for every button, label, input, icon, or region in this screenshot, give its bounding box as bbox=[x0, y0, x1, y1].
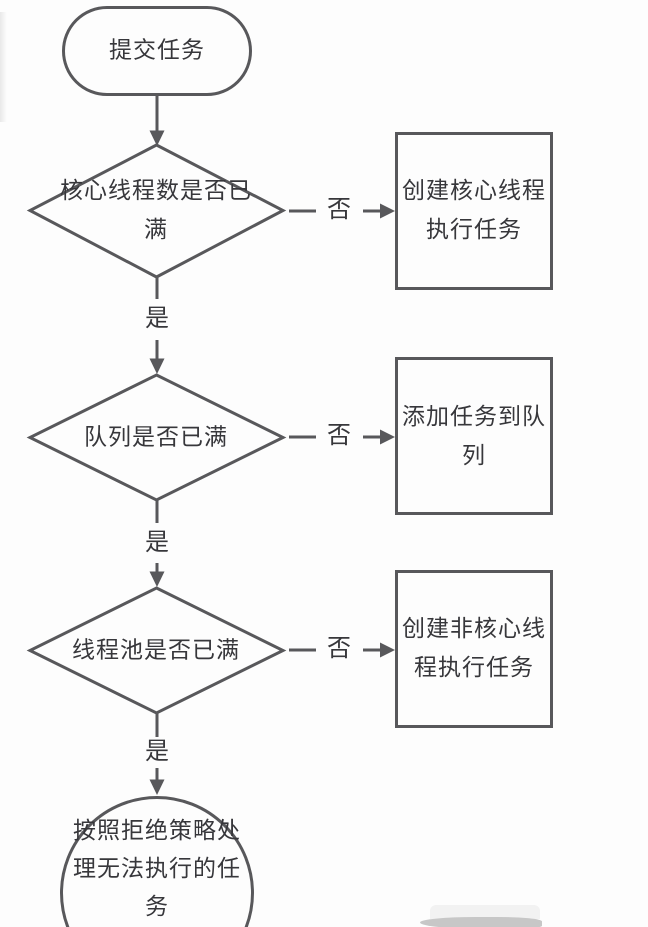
edge-label-no-1: 否 bbox=[327, 196, 351, 223]
watermark-smudge-light bbox=[430, 905, 540, 919]
action3-shape bbox=[395, 570, 553, 728]
end-node-label: 按照拒绝策略处理无法执行的任务 bbox=[73, 817, 241, 919]
action2-shape bbox=[395, 357, 553, 515]
edge-label-yes-2: 是 bbox=[145, 529, 169, 556]
arrowhead-down-icon bbox=[149, 130, 165, 146]
action1-shape bbox=[395, 132, 553, 290]
watermark-smudge bbox=[420, 905, 545, 927]
action1-label: 创建核心线程执行任务 bbox=[402, 177, 546, 242]
arrowhead-down-icon bbox=[149, 779, 165, 795]
start-node-shape bbox=[62, 6, 252, 96]
decision2-label: 队列是否已满 bbox=[84, 423, 228, 450]
arrowhead-right-icon bbox=[380, 429, 395, 445]
action2-label: 添加任务到队列 bbox=[402, 403, 546, 468]
left-edge-shadow bbox=[0, 12, 7, 122]
arrowhead-right-icon bbox=[380, 642, 395, 658]
action3-label: 创建非核心线程执行任务 bbox=[402, 615, 546, 680]
edge-label-yes-1: 是 bbox=[145, 305, 169, 332]
edge-label-no-3: 否 bbox=[327, 635, 351, 662]
decision1-label: 核心线程数是否已满 bbox=[60, 177, 252, 242]
end-node-shape bbox=[60, 796, 254, 927]
start-node-label: 提交任务 bbox=[109, 36, 205, 63]
edge-label-yes-3: 是 bbox=[145, 738, 169, 765]
arrowhead-down-icon bbox=[149, 571, 165, 587]
watermark-smudge-dark bbox=[420, 917, 542, 927]
arrowhead-right-icon bbox=[380, 203, 395, 219]
decision3-label: 线程池是否已满 bbox=[72, 636, 240, 663]
edge-label-no-2: 否 bbox=[327, 422, 351, 449]
arrowhead-down-icon bbox=[149, 358, 165, 374]
